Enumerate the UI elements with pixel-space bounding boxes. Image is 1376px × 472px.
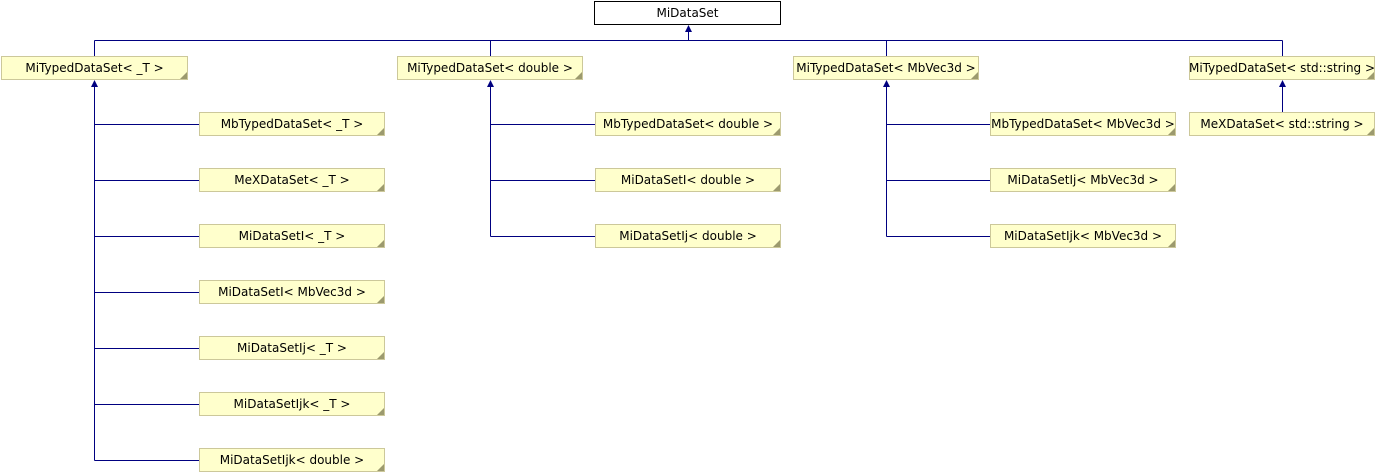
class-node-label: MeXDataSet< _T >: [234, 173, 350, 187]
class-node-label: MbTypedDataSet< _T >: [220, 117, 364, 131]
node-corner: [1367, 128, 1374, 135]
class-node-label: MiTypedDataSet< double >: [407, 61, 573, 75]
class-node-mitypeddataset-mbvec3d[interactable]: MiTypedDataSet< MbVec3d >: [793, 56, 979, 80]
class-node-mitypeddataset-t[interactable]: MiTypedDataSet< _T >: [1, 56, 188, 80]
class-node-midataseti-double[interactable]: MiDataSetI< double >: [595, 168, 781, 192]
class-node-mexdataset-t[interactable]: MeXDataSet< _T >: [199, 168, 385, 192]
class-node-midatasetij-t[interactable]: MiDataSetIj< _T >: [199, 336, 385, 360]
node-corner: [377, 352, 384, 359]
node-corner: [1168, 128, 1175, 135]
class-node-midatasetijk-t[interactable]: MiDataSetIjk< _T >: [199, 392, 385, 416]
class-node-label: MiDataSetIjk< double >: [219, 453, 365, 467]
group0-inheritance-arrowhead: [91, 80, 98, 87]
node-corner: [377, 464, 384, 471]
root-inheritance-arrowhead: [685, 25, 692, 32]
node-corner: [971, 72, 978, 79]
class-node-label: MiTypedDataSet< MbVec3d >: [796, 61, 976, 75]
class-node-midataset[interactable]: MiDataSet: [594, 1, 781, 25]
class-node-midatasetijk-mbvec3d[interactable]: MiDataSetIjk< MbVec3d >: [990, 224, 1176, 248]
class-node-mexdataset-string[interactable]: MeXDataSet< std::string >: [1189, 112, 1375, 136]
class-node-label: MiDataSetIj< MbVec3d >: [1007, 173, 1159, 187]
node-corner: [773, 128, 780, 135]
node-corner: [1168, 184, 1175, 191]
class-node-label: MiDataSetIj< _T >: [237, 341, 347, 355]
class-node-label: MiDataSetI< double >: [620, 173, 756, 187]
class-node-label: MiDataSetIjk< MbVec3d >: [1003, 229, 1163, 243]
class-node-label: MiDataSet: [656, 6, 719, 20]
node-corner: [773, 184, 780, 191]
class-node-midataseti-mbvec3d[interactable]: MiDataSetI< MbVec3d >: [199, 280, 385, 304]
class-node-label: MiTypedDataSet< std::string >: [1188, 61, 1376, 75]
class-node-label: MbTypedDataSet< MbVec3d >: [991, 117, 1175, 131]
class-node-mbtypeddataset-t[interactable]: MbTypedDataSet< _T >: [199, 112, 385, 136]
class-node-midatasetij-double[interactable]: MiDataSetIj< double >: [595, 224, 781, 248]
group3-inheritance-arrowhead: [1279, 80, 1286, 87]
node-corner: [180, 72, 187, 79]
node-corner: [377, 240, 384, 247]
class-node-label: MbTypedDataSet< double >: [602, 117, 774, 131]
node-corner: [575, 72, 582, 79]
class-node-midataseti-t[interactable]: MiDataSetI< _T >: [199, 224, 385, 248]
class-node-label: MiTypedDataSet< _T >: [25, 61, 164, 75]
node-corner: [377, 408, 384, 415]
class-node-label: MiDataSetI< MbVec3d >: [218, 285, 366, 299]
class-node-mbtypeddataset-double[interactable]: MbTypedDataSet< double >: [595, 112, 781, 136]
class-node-midatasetijk-double[interactable]: MiDataSetIjk< double >: [199, 448, 385, 472]
node-corner: [377, 184, 384, 191]
class-node-mbtypeddataset-mbvec3d[interactable]: MbTypedDataSet< MbVec3d >: [990, 112, 1176, 136]
class-node-label: MiDataSetI< _T >: [238, 229, 346, 243]
class-node-mitypeddataset-string[interactable]: MiTypedDataSet< std::string >: [1189, 56, 1375, 80]
group2-inheritance-arrowhead: [883, 80, 890, 87]
class-node-label: MeXDataSet< std::string >: [1200, 117, 1364, 131]
node-corner: [377, 128, 384, 135]
node-corner: [773, 240, 780, 247]
class-node-mitypeddataset-double[interactable]: MiTypedDataSet< double >: [397, 56, 583, 80]
group1-inheritance-arrowhead: [487, 80, 494, 87]
node-corner: [377, 296, 384, 303]
class-node-label: MiDataSetIj< double >: [619, 229, 757, 243]
node-corner: [1168, 240, 1175, 247]
class-node-midatasetij-mbvec3d[interactable]: MiDataSetIj< MbVec3d >: [990, 168, 1176, 192]
node-corner: [1367, 72, 1374, 79]
class-node-label: MiDataSetIjk< _T >: [233, 397, 351, 411]
